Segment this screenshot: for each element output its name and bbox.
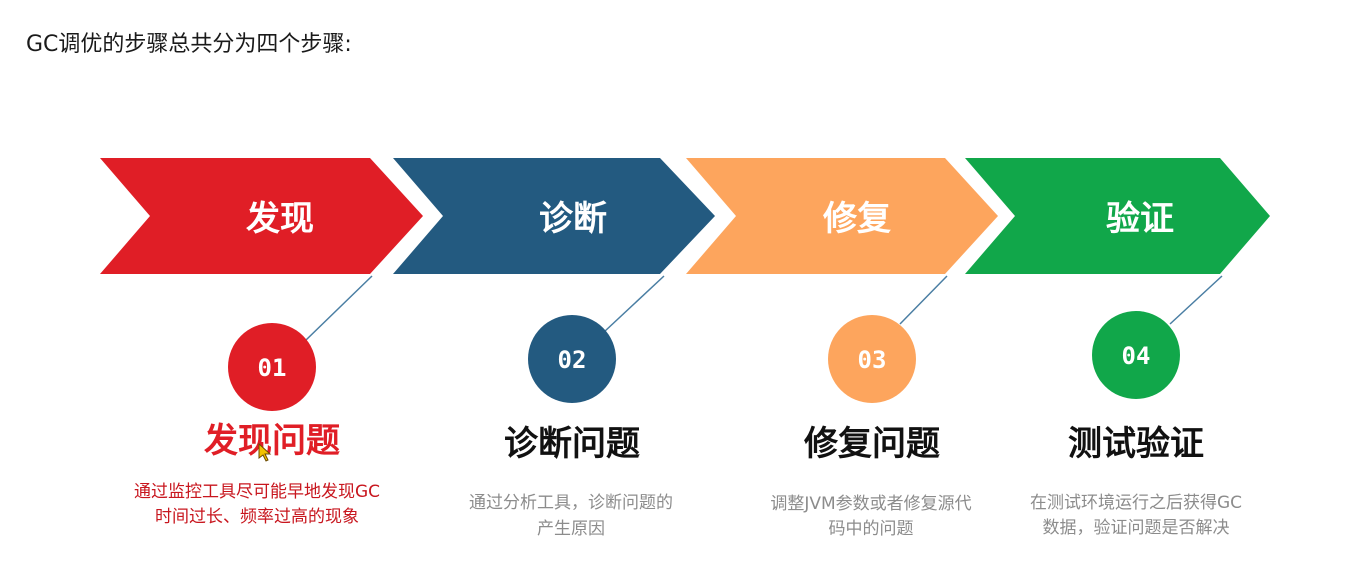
step-desc-4-line-1: 在测试环境运行之后获得GC: [1030, 493, 1242, 513]
arrow-label-4: 验证: [1106, 199, 1174, 239]
connector-line-3: [899, 275, 948, 325]
step-desc-3-line-1: 调整JVM参数或者修复源代: [770, 494, 971, 514]
mouse-cursor-icon: [258, 442, 272, 462]
step-desc-2-line-1: 通过分析工具，诊断问题的: [469, 493, 673, 513]
arrow-label-3: 修复: [822, 199, 891, 239]
step-desc-1-line-2: 时间过长、频率过高的现象: [155, 507, 359, 527]
chevron-arrow-1: [100, 158, 423, 274]
arrow-label-1: 发现: [246, 199, 314, 239]
step-number-3: 03: [858, 346, 887, 374]
arrow-label-2: 诊断: [539, 199, 607, 239]
step-title-4: 测试验证: [1068, 424, 1204, 464]
chevron-arrow-2: [393, 158, 715, 274]
step-title-3: 修复问题: [803, 424, 940, 464]
step-number-2: 02: [558, 346, 587, 374]
step-desc-2-line-2: 产生原因: [537, 519, 605, 539]
step-number-circle-3: [828, 315, 916, 403]
connector-line-4: [1169, 275, 1223, 325]
step-number-4: 04: [1122, 342, 1151, 370]
step-number-circle-2: [528, 315, 616, 403]
step-title-1: 发现问题: [204, 421, 340, 461]
connector-line-1: [305, 275, 373, 341]
page-title: GC调优的步骤总共分为四个步骤:: [26, 32, 352, 57]
step-number-circle-1: [228, 323, 316, 411]
connector-line-2: [603, 275, 665, 333]
chevron-arrow-4: [965, 158, 1270, 274]
step-desc-1-line-1: 通过监控工具尽可能早地发现GC: [134, 482, 380, 502]
chevron-arrow-3: [686, 158, 998, 274]
step-number-1: 01: [258, 354, 287, 382]
step-desc-4-line-2: 数据，验证问题是否解决: [1043, 518, 1230, 538]
step-title-2: 诊断问题: [504, 424, 640, 464]
step-desc-3-line-2: 码中的问题: [829, 519, 914, 539]
step-number-circle-4: [1092, 311, 1180, 399]
